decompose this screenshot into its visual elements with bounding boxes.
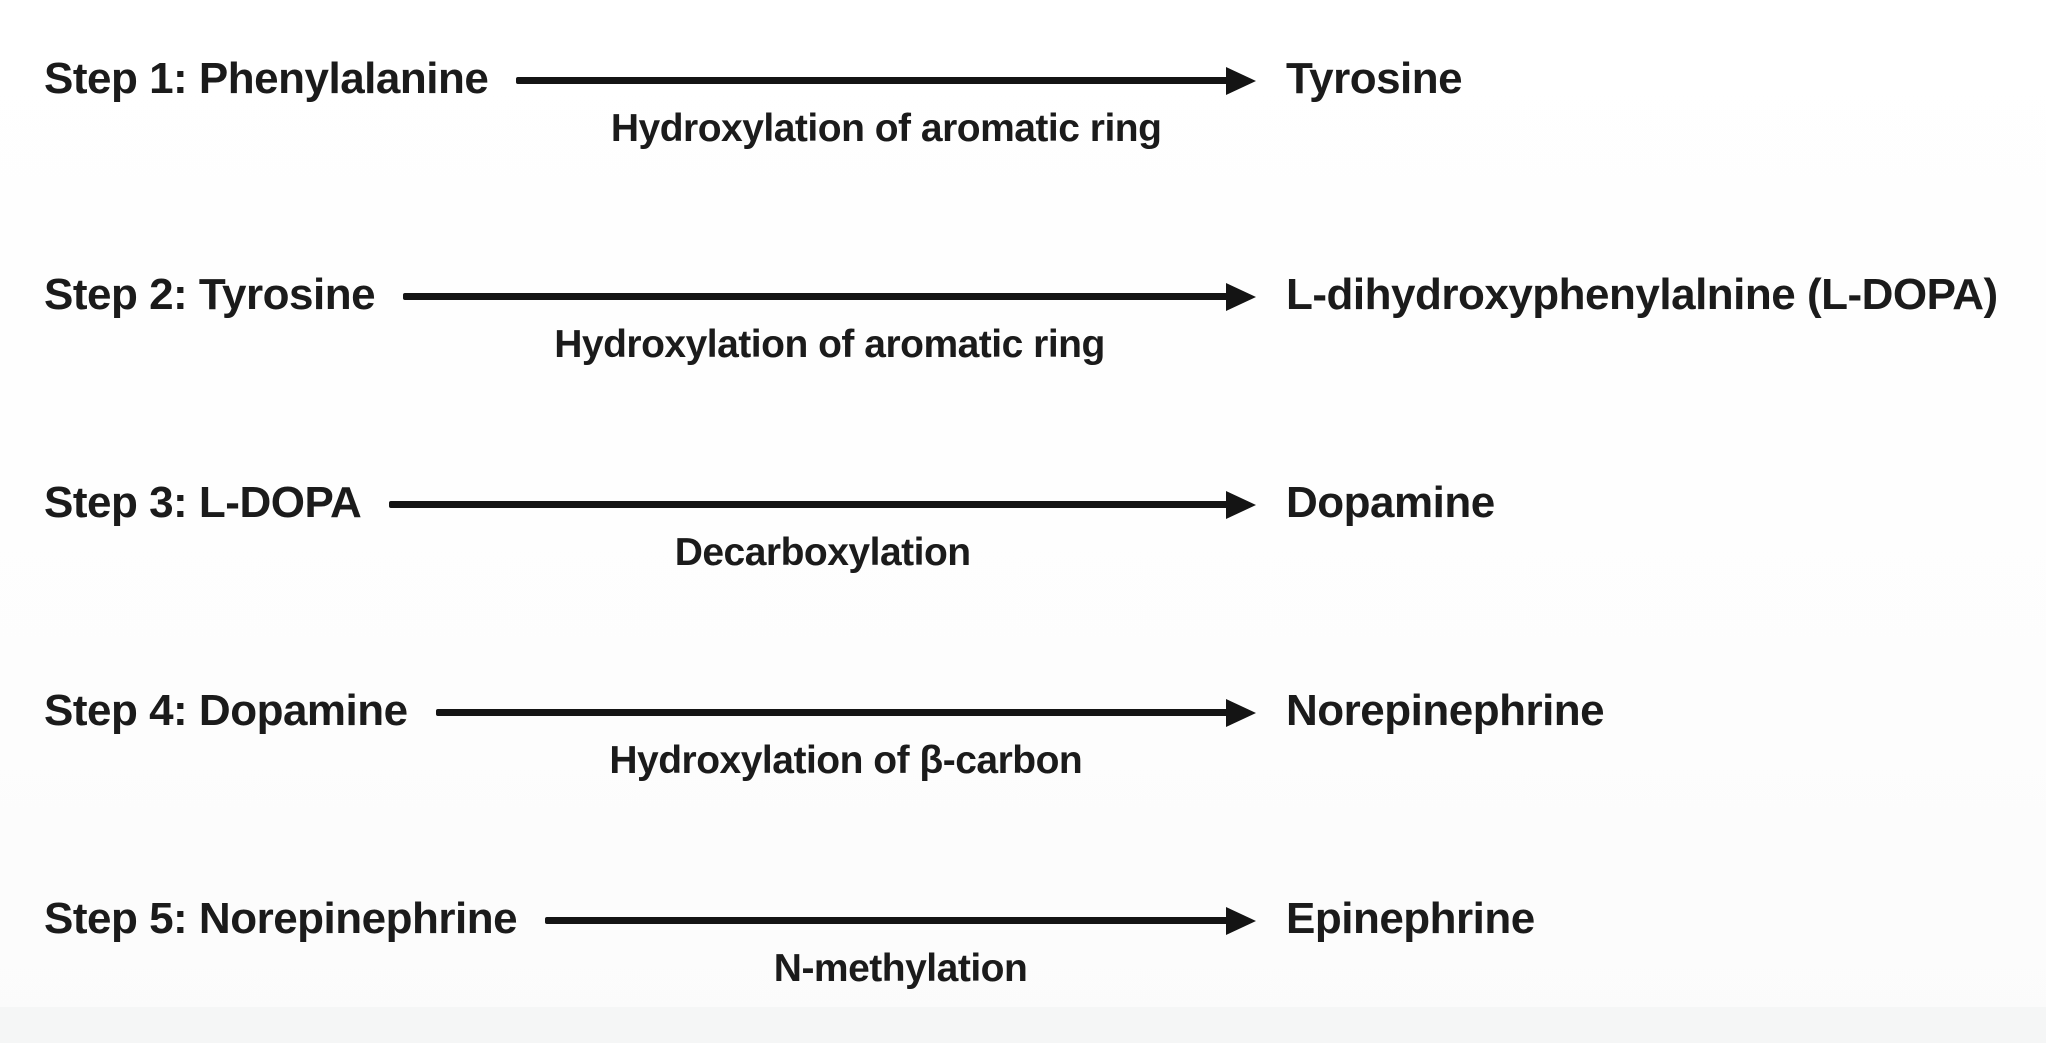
arrow-head — [1226, 907, 1256, 935]
pathway-step-row-2: Step 2: Tyrosine Hydroxylation of aromat… — [44, 268, 2046, 368]
step-substrate-label: Step 2: Tyrosine — [44, 270, 376, 319]
arrow-line — [516, 77, 1234, 84]
reaction-label: Hydroxylation of β-carbon — [609, 739, 1083, 782]
arrow-head — [1226, 67, 1256, 95]
right-arrow-icon — [545, 892, 1256, 945]
arrow-line — [403, 293, 1234, 300]
arrow-head — [1226, 283, 1256, 311]
reaction-label: Hydroxylation of aromatic ring — [554, 323, 1105, 366]
step-product-label: Dopamine — [1286, 478, 1495, 527]
arrow-head — [1226, 699, 1256, 727]
step-substrate-label: Step 1: Phenylalanine — [44, 54, 489, 103]
step-substrate-label: Step 5: Norepinephrine — [44, 894, 518, 943]
reaction-arrow-group: Decarboxylation — [389, 476, 1256, 576]
step-product-label: Epinephrine — [1286, 894, 1535, 943]
reaction-arrow-group: Hydroxylation of aromatic ring — [403, 268, 1256, 368]
pathway-step-row-3: Step 3: L-DOPA Decarboxylation Dopamine — [44, 476, 2046, 576]
reaction-arrow-group: N-methylation — [545, 892, 1256, 992]
step-product-label: Tyrosine — [1286, 54, 1463, 103]
right-arrow-icon — [389, 476, 1256, 529]
footer-band — [0, 1007, 2046, 1043]
reaction-label: Hydroxylation of aromatic ring — [610, 107, 1162, 150]
right-arrow-icon — [435, 684, 1256, 737]
reaction-arrow-group: Hydroxylation of aromatic ring — [516, 52, 1256, 152]
pathway-step-row-1: Step 1: Phenylalanine Hydroxylation of a… — [44, 52, 2046, 152]
pathway-step-row-5: Step 5: Norepinephrine N-methylation Epi… — [44, 892, 2046, 992]
reaction-label: N-methylation — [773, 947, 1028, 990]
pathway-step-row-4: Step 4: Dopamine Hydroxylation of β-carb… — [44, 684, 2046, 784]
arrow-line — [389, 501, 1234, 508]
right-arrow-icon — [516, 52, 1256, 105]
step-substrate-label: Step 3: L-DOPA — [44, 478, 362, 527]
arrow-line — [435, 709, 1234, 716]
step-product-label: L-dihydroxyphenylalnine (L-DOPA) — [1286, 270, 1998, 319]
reaction-arrow-group: Hydroxylation of β-carbon — [435, 684, 1256, 784]
arrow-head — [1226, 491, 1256, 519]
reaction-label: Decarboxylation — [674, 531, 971, 574]
step-substrate-label: Step 4: Dopamine — [44, 686, 408, 735]
arrow-line — [545, 917, 1234, 924]
step-product-label: Norepinephrine — [1286, 686, 1605, 735]
right-arrow-icon — [403, 268, 1256, 321]
